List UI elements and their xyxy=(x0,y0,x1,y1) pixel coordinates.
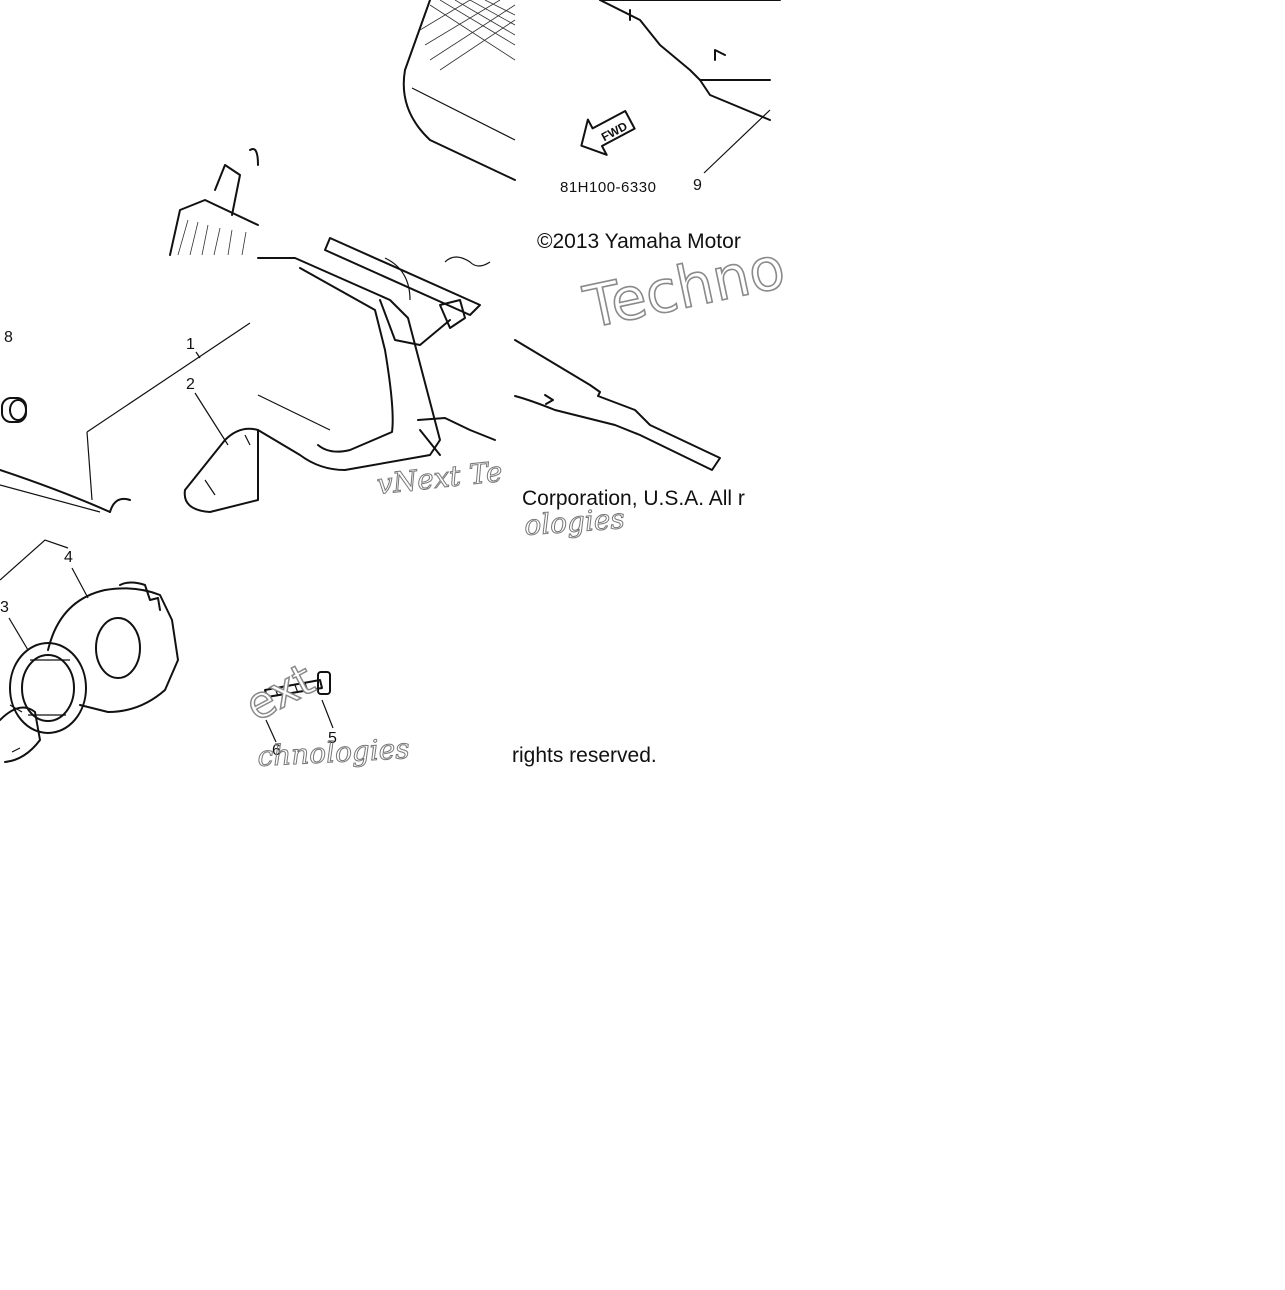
part-code: 81H100-6330 xyxy=(560,179,656,196)
callout-3: 3 xyxy=(0,599,9,616)
callout-2: 2 xyxy=(186,376,195,393)
bulb-holder-ring xyxy=(0,642,87,763)
watermark-text-3: ologies xyxy=(523,502,626,542)
lens-rim-left xyxy=(0,469,111,513)
screw xyxy=(264,671,331,698)
callout-4: 4 xyxy=(64,549,73,566)
headlight-lens-top xyxy=(402,0,516,181)
callout-5: 5 xyxy=(328,730,337,747)
rubber-cap xyxy=(1,397,27,423)
headlight-housing-left xyxy=(169,148,259,256)
socket-cover xyxy=(47,581,179,713)
callout-9: 9 xyxy=(693,177,702,194)
mounting-bracket-bottom xyxy=(514,339,721,471)
watermark-text-5: chnologies xyxy=(257,732,411,773)
headlight-body-center xyxy=(257,237,496,471)
callout-6: 6 xyxy=(272,742,281,759)
copyright-line-2: Corporation, U.S.A. All r xyxy=(522,487,745,510)
mounting-bracket-top xyxy=(599,0,781,174)
watermark-text-4: ext xyxy=(237,654,322,732)
copyright-line-1: ©2013 Yamaha Motor xyxy=(537,230,741,253)
callout-8: 8 xyxy=(4,329,13,346)
fwd-arrow: FWD xyxy=(580,110,636,156)
bulb xyxy=(109,427,259,513)
copyright-line-3: rights reserved. xyxy=(512,744,657,767)
callout-1: 1 xyxy=(186,336,195,353)
